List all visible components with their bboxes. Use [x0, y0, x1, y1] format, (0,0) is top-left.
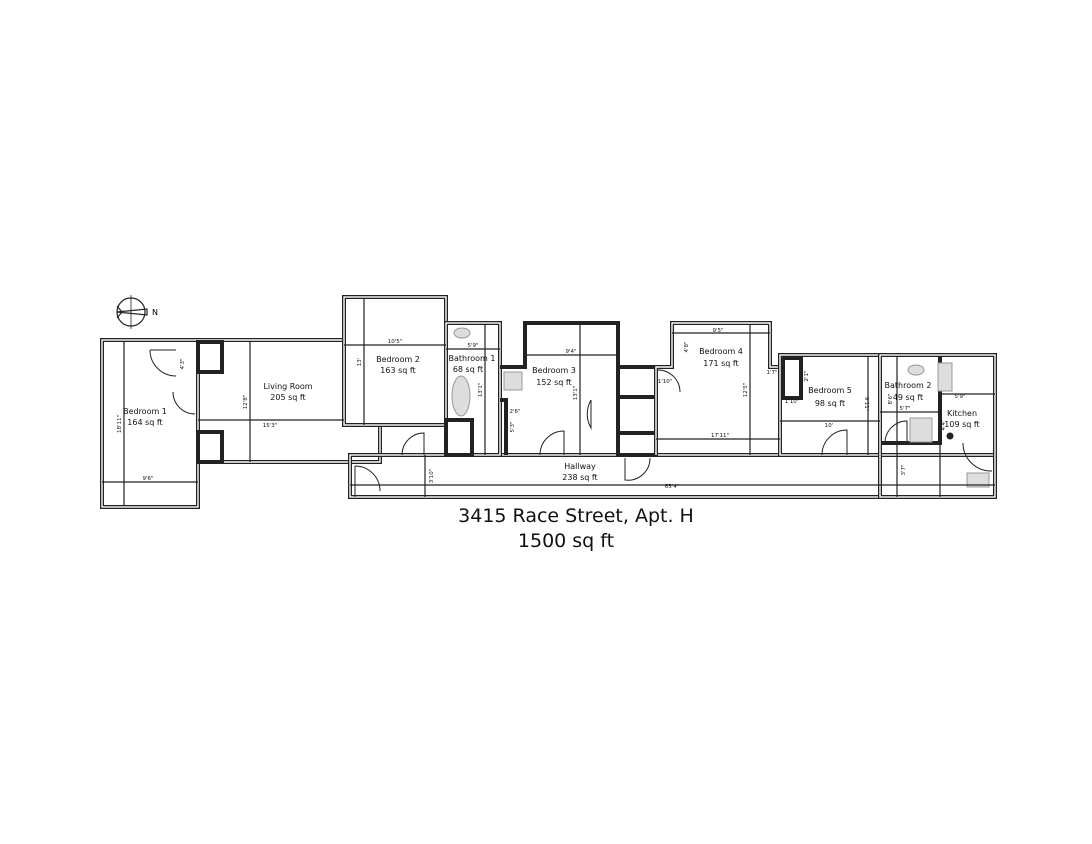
dim-label: 4'4": [941, 419, 947, 430]
dim-label: 18'11": [117, 415, 123, 433]
room-labels: Bedroom 1 164 sq ft Living Room 205 sq f…: [123, 347, 980, 482]
dim-label: 5'3": [510, 421, 516, 432]
dim-label: 9'4": [565, 349, 576, 355]
dim-label: 3'7": [901, 464, 907, 475]
dimension-lines: [102, 299, 995, 505]
north-label: N: [152, 308, 158, 317]
doors: [149, 349, 993, 497]
room-name-hallway: Hallway: [564, 462, 596, 471]
dim-label: 5'7": [899, 406, 910, 412]
room-name-bedroom3: Bedroom 3: [532, 366, 576, 375]
room-name-bathroom1: Bathroom 1: [449, 354, 496, 363]
dim-label: 17'11": [711, 433, 729, 439]
plan-title: 3415 Race Street, Apt. H: [458, 505, 694, 527]
room-area-bedroom5: 98 sq ft: [815, 399, 845, 408]
dim-label: 12'5": [743, 383, 749, 398]
dim-label: 5'9": [467, 343, 478, 349]
dim-label: 13'1": [573, 386, 579, 401]
dim-label: 4'8": [684, 341, 690, 352]
north-arrow-icon: N: [116, 295, 158, 329]
dim-label: 9'6": [142, 476, 153, 482]
room-name-bedroom4: Bedroom 4: [699, 347, 743, 356]
dim-label: 9'11": [863, 397, 869, 412]
dim-label: 2'1": [804, 370, 810, 381]
room-name-kitchen: Kitchen: [947, 409, 977, 418]
room-area-bathroom1: 68 sq ft: [453, 365, 483, 374]
room-name-bedroom5: Bedroom 5: [808, 386, 852, 395]
dim-label: 15'3": [263, 423, 278, 429]
walls: [100, 295, 997, 509]
dim-label: 3'10": [429, 469, 435, 484]
dim-label: 65'4": [665, 484, 680, 490]
dim-label: 13': [357, 358, 363, 367]
dim-label: 12'8": [243, 395, 249, 410]
dim-label: 1'7": [766, 370, 777, 376]
room-name-bedroom1: Bedroom 1: [123, 407, 167, 416]
plan-total-area: 1500 sq ft: [518, 530, 614, 552]
dim-label: 1'10": [658, 379, 673, 385]
fixtures: [451, 327, 954, 443]
room-name-bedroom2: Bedroom 2: [376, 355, 420, 364]
room-area-kitchen: 109 sq ft: [944, 420, 979, 429]
stove-icon: [946, 432, 954, 440]
dim-label: 8'6": [888, 393, 894, 404]
room-area-bedroom1: 164 sq ft: [127, 418, 162, 427]
toilet-icon: [453, 327, 471, 339]
dim-label: 2'6": [509, 409, 520, 415]
room-area-living: 205 sq ft: [270, 393, 305, 402]
room-name-living: Living Room: [263, 382, 312, 391]
dim-label: 5'9": [954, 394, 965, 400]
dim-label: 10'5": [388, 339, 403, 345]
toilet-icon: [907, 364, 925, 376]
bathtub-icon: [451, 375, 471, 417]
dim-label: 10': [825, 423, 834, 429]
dim-label: 9'5": [712, 328, 723, 334]
dim-label: 13'1": [478, 383, 484, 398]
room-area-bedroom3: 152 sq ft: [536, 378, 571, 387]
room-name-bathroom2: Bathroom 2: [885, 381, 932, 390]
dimension-labels: 18'11" 9'6" 4'3" 12'8" 15'3" 10'5" 13' 5…: [117, 328, 966, 490]
dim-label: 4'3": [180, 358, 186, 369]
dim-label: 1'10": [785, 399, 800, 405]
room-area-hallway: 238 sq ft: [562, 473, 597, 482]
room-area-bedroom2: 163 sq ft: [380, 366, 415, 375]
shower-icon: [909, 417, 933, 443]
room-area-bedroom4: 171 sq ft: [703, 359, 738, 368]
room-area-bathroom2: 49 sq ft: [893, 393, 923, 402]
